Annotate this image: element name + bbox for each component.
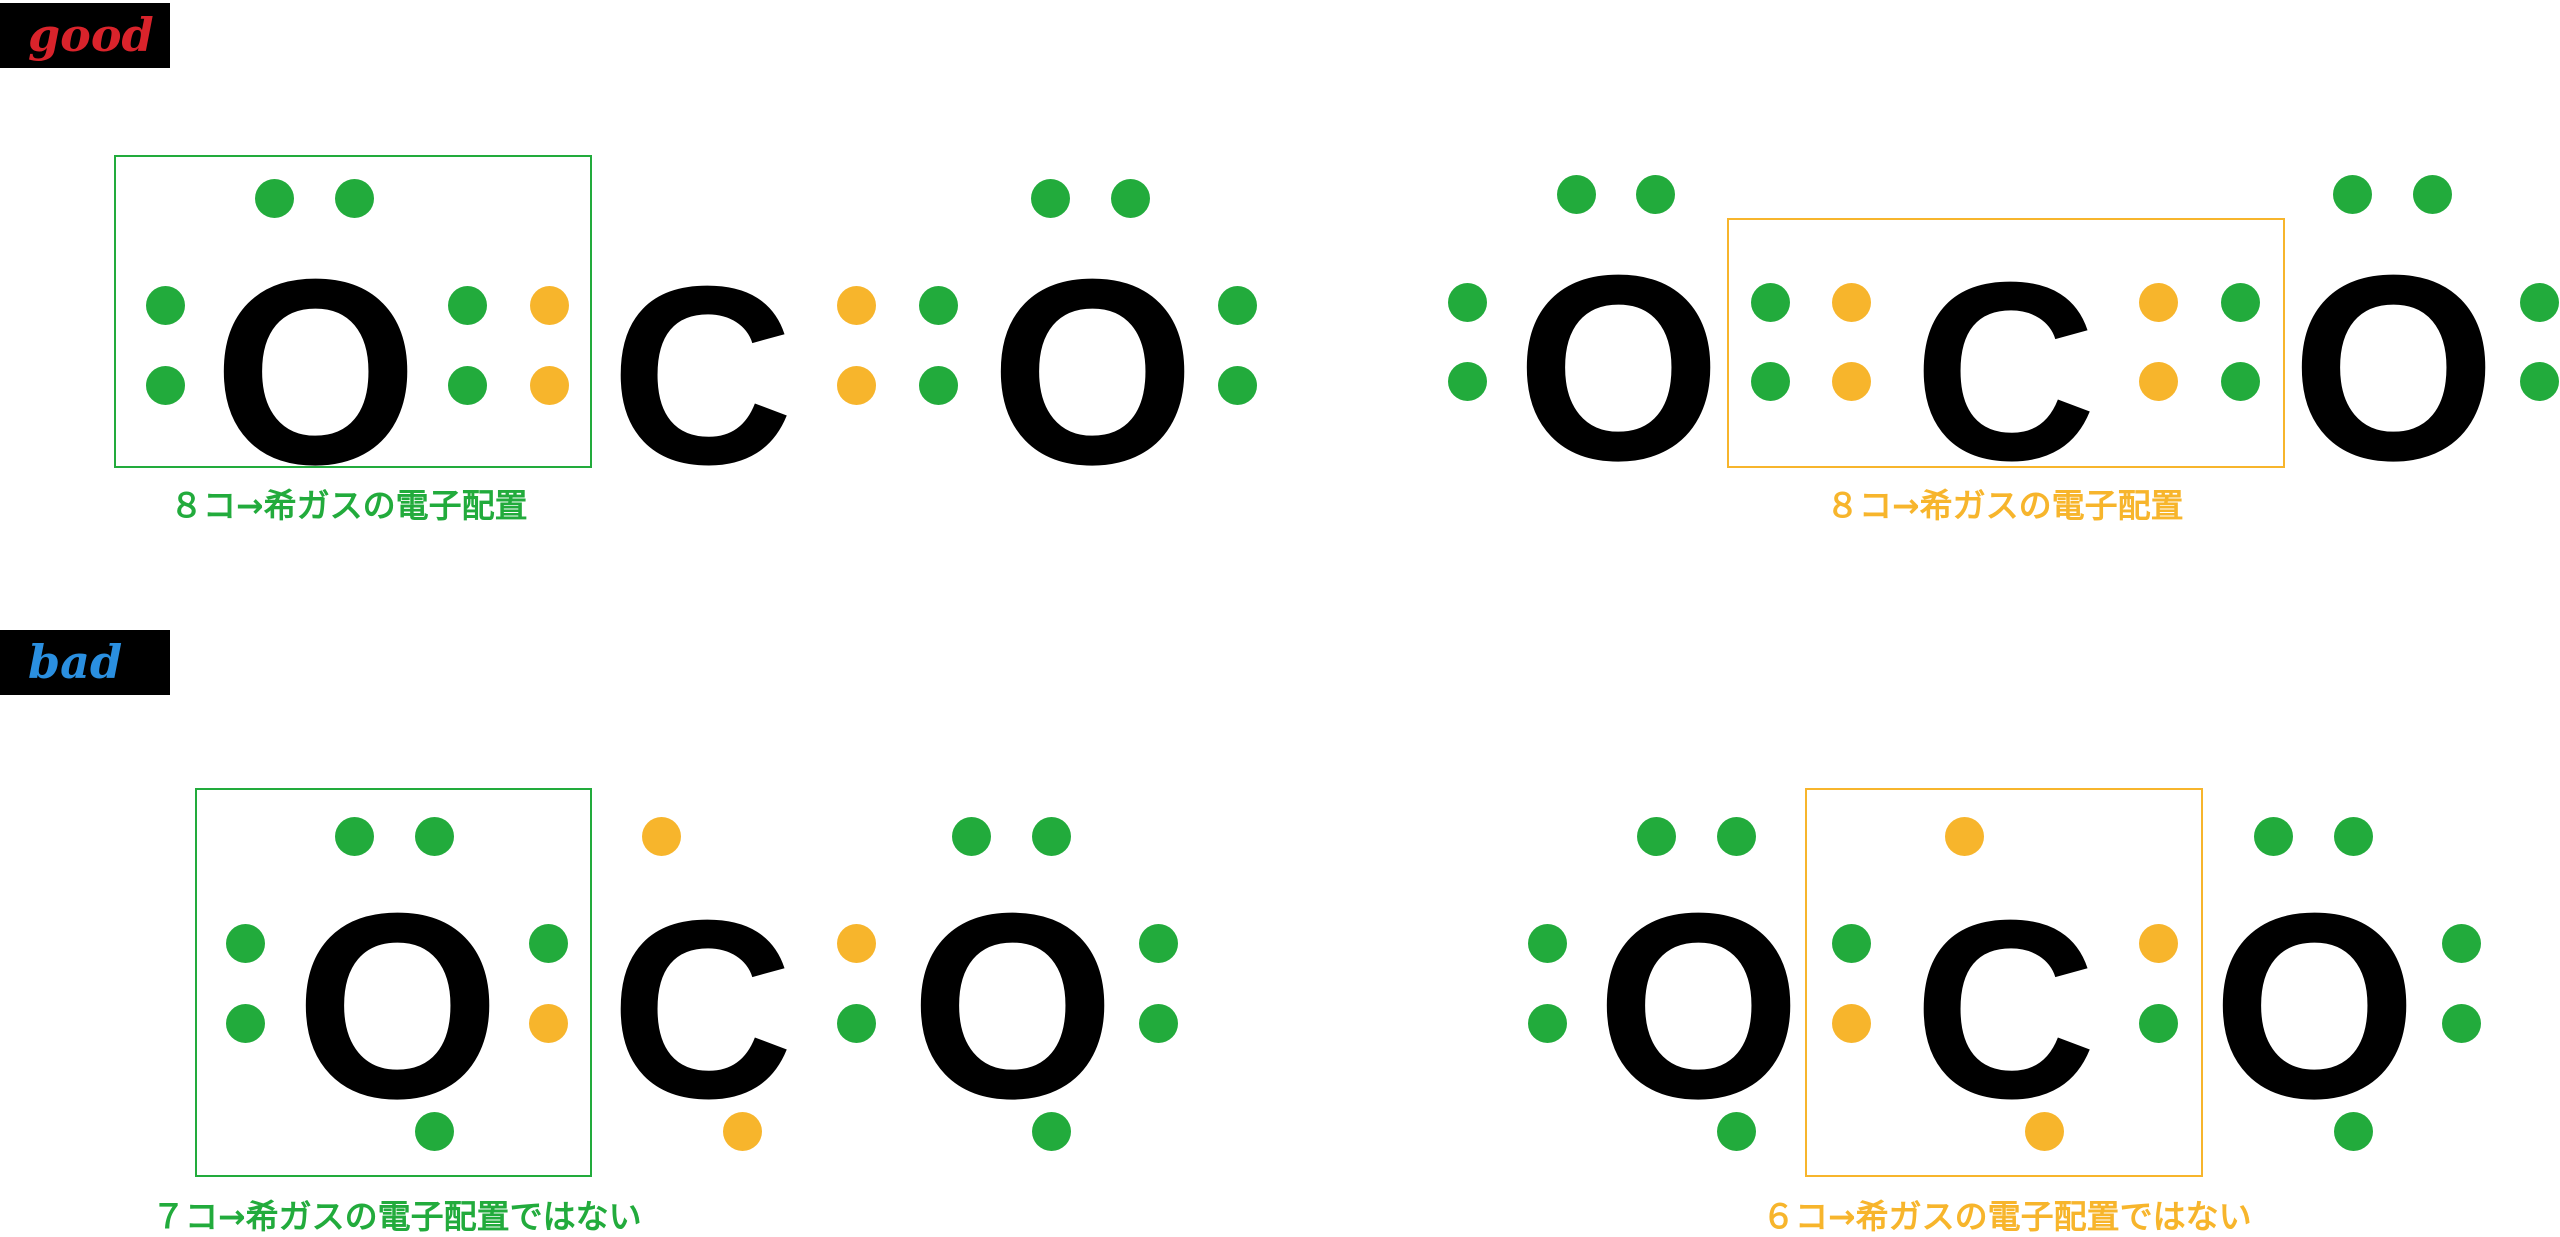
lone-pair-electron	[335, 179, 374, 218]
bonding-electron	[2221, 283, 2260, 322]
lone-pair-electron	[1557, 175, 1596, 214]
lone-pair-electron	[146, 366, 185, 405]
bonding-electron	[1832, 283, 1871, 322]
caption-good-oxygen: ８コ→希ガスの電子配置	[170, 486, 528, 525]
oxygen-atom-right: O	[910, 858, 1116, 1153]
oxygen-atom-right: O	[2291, 220, 2497, 515]
oxygen-atom-left: O	[295, 858, 501, 1153]
bonding-electron	[1832, 924, 1871, 963]
oxygen-atom-left: O	[1516, 220, 1722, 515]
lone-pair-electron	[2254, 817, 2293, 856]
carbon-atom: C	[610, 233, 794, 517]
bonding-electron	[1832, 362, 1871, 401]
unpaired-electron	[415, 1112, 454, 1151]
bonding-electron	[837, 924, 876, 963]
lone-pair-electron	[1139, 1004, 1178, 1043]
lone-pair-electron	[1448, 362, 1487, 401]
lone-pair-electron	[2413, 175, 2452, 214]
bonding-electron	[530, 366, 569, 405]
carbon-atom: C	[1913, 867, 2097, 1151]
unpaired-electron	[1945, 817, 1984, 856]
lone-pair-electron	[2520, 362, 2559, 401]
bonding-electron	[1751, 362, 1790, 401]
lone-pair-electron	[1139, 924, 1178, 963]
oxygen-atom-right: O	[2212, 858, 2418, 1153]
bonding-electron	[530, 286, 569, 325]
lone-pair-electron	[1032, 817, 1071, 856]
lone-pair-electron	[1111, 179, 1150, 218]
lone-pair-electron	[2442, 924, 2481, 963]
bonding-electron	[448, 286, 487, 325]
lone-pair-electron	[2442, 1004, 2481, 1043]
bonding-electron	[919, 286, 958, 325]
lone-pair-electron	[2520, 283, 2559, 322]
unpaired-electron	[2334, 1112, 2373, 1151]
bonding-electron	[529, 1004, 568, 1043]
bad-label: bad	[0, 630, 170, 695]
oxygen-atom-left: O	[213, 224, 419, 519]
lone-pair-electron	[1637, 817, 1676, 856]
unpaired-electron	[1032, 1112, 1071, 1151]
lone-pair-electron	[1528, 924, 1567, 963]
carbon-octet-box	[1727, 218, 2285, 468]
lone-pair-electron	[952, 817, 991, 856]
bonding-electron	[529, 924, 568, 963]
caption-bad-oxygen: ７コ→希ガスの電子配置ではない	[152, 1197, 642, 1236]
carbon-atom: C	[610, 867, 794, 1151]
oxygen-atom-left: O	[1596, 858, 1802, 1153]
bonding-electron	[837, 286, 876, 325]
bonding-electron	[837, 366, 876, 405]
lone-pair-electron	[1636, 175, 1675, 214]
bonding-electron	[837, 1004, 876, 1043]
carbon-octet-box	[1805, 788, 2203, 1177]
lone-pair-electron	[335, 817, 374, 856]
lone-pair-electron	[146, 286, 185, 325]
bonding-electron	[2139, 1004, 2178, 1043]
unpaired-electron	[723, 1112, 762, 1151]
lone-pair-electron	[1218, 286, 1257, 325]
lone-pair-electron	[1448, 283, 1487, 322]
good-label: good	[0, 3, 170, 68]
bonding-electron	[919, 366, 958, 405]
lone-pair-electron	[2333, 175, 2372, 214]
carbon-atom: C	[1913, 229, 2097, 513]
oxygen-octet-box	[195, 788, 592, 1177]
lone-pair-electron	[1031, 179, 1070, 218]
lone-pair-electron	[1717, 817, 1756, 856]
bonding-electron	[2139, 924, 2178, 963]
bonding-electron	[2221, 362, 2260, 401]
lone-pair-electron	[255, 179, 294, 218]
bonding-electron	[2139, 283, 2178, 322]
lone-pair-electron	[226, 924, 265, 963]
good-label-text: good	[28, 8, 154, 62]
bad-label-text: bad	[28, 635, 123, 689]
bonding-electron	[1832, 1004, 1871, 1043]
bonding-electron	[1751, 283, 1790, 322]
unpaired-electron	[2025, 1112, 2064, 1151]
caption-bad-carbon: ６コ→希ガスの電子配置ではない	[1762, 1197, 2252, 1236]
bonding-electron	[2139, 362, 2178, 401]
unpaired-electron	[642, 817, 681, 856]
lone-pair-electron	[1218, 366, 1257, 405]
lone-pair-electron	[2334, 817, 2373, 856]
caption-good-carbon: ８コ→希ガスの電子配置	[1826, 486, 2184, 525]
oxygen-atom-right: O	[990, 224, 1196, 519]
unpaired-electron	[1717, 1112, 1756, 1151]
lone-pair-electron	[1528, 1004, 1567, 1043]
oxygen-octet-box	[114, 155, 592, 468]
lone-pair-electron	[415, 817, 454, 856]
lone-pair-electron	[226, 1004, 265, 1043]
bonding-electron	[448, 366, 487, 405]
